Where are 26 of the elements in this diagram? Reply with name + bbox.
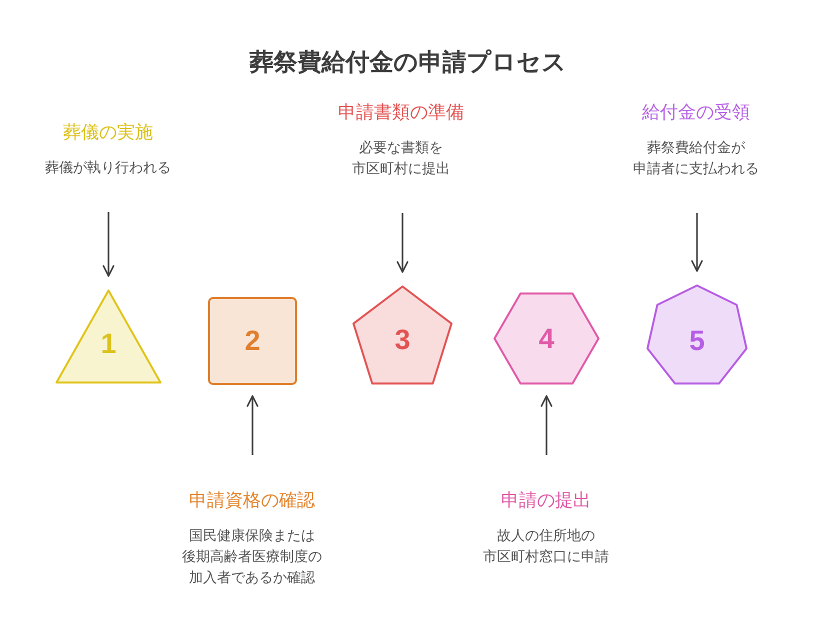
hexagon-shape (493, 292, 600, 385)
diagram-title: 葬祭費給付金の申請プロセス (250, 48, 566, 78)
arrow (102, 212, 114, 277)
step-description: 葬祭費給付金が申請者に支払われる (632, 138, 760, 178)
step-number: 1 (100, 330, 116, 358)
square-shape (208, 297, 297, 385)
arrow (540, 395, 552, 455)
triangle-shape (55, 289, 162, 384)
step-number: 3 (394, 326, 410, 354)
step-heading: 申請資格の確認 (189, 489, 315, 512)
step-description: 国民健康保険または後期高齢者医療制度の加入者であるか確認 (181, 526, 323, 587)
step-number: 5 (689, 326, 705, 354)
arrow (396, 213, 408, 273)
step-heading: 葬儀の実施 (63, 121, 153, 144)
step-heading: 申請の提出 (501, 489, 591, 512)
pentagon-shape (352, 285, 453, 385)
step-heading: 申請書類の準備 (338, 101, 464, 124)
step-heading: 給付金の受領 (642, 101, 750, 124)
step-description: 必要な書類を市区町村に提出 (351, 138, 451, 178)
step-number: 2 (244, 327, 260, 355)
heptagon-shape (646, 284, 748, 385)
step-description: 故人の住所地の市区町村窓口に申請 (482, 526, 610, 566)
step-number: 4 (538, 324, 554, 352)
arrow (691, 213, 703, 272)
arrow (246, 395, 258, 455)
step-description: 葬儀が執り行われる (45, 158, 171, 177)
